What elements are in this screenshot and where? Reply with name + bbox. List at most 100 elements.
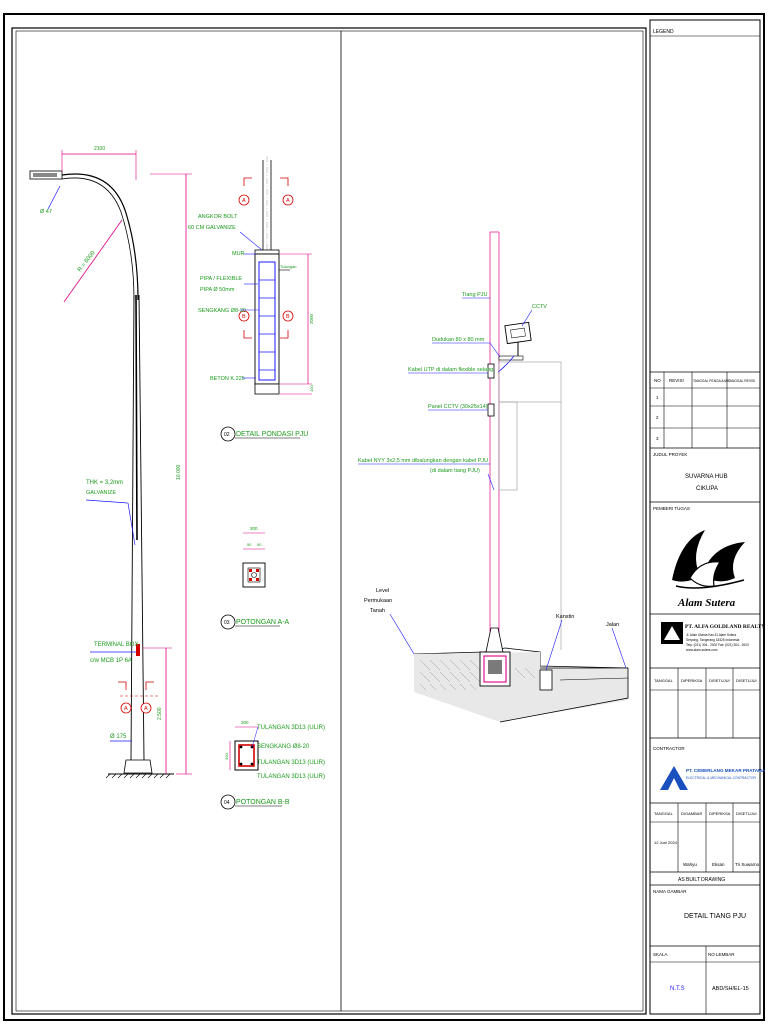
anchor-bolt-label-2: 60 CM GALVANIZE [188, 225, 236, 231]
found-sec-b-bubble-r [282, 310, 294, 322]
panel-label: Panel CCTV (30x25x14) [428, 404, 488, 410]
detail-02-title: DETAIL PONDASI PJU [236, 431, 308, 438]
cctv-foundation-flare [485, 627, 504, 653]
aa-bolt-1 [249, 569, 252, 572]
drawing-label: NAMA GAMBAR [653, 889, 687, 894]
dim-top-text: 2100 [94, 146, 105, 152]
bb-dim-top-text: 300 [241, 720, 249, 725]
mur-label: MUR [232, 251, 245, 257]
found-dim-text: 2000 [309, 313, 314, 324]
ground-leader [389, 613, 415, 655]
anchor-bolt-leader [239, 231, 263, 251]
terminal-box-label-2: c/w MCB 1P 6A [90, 658, 132, 664]
sheet-label: NO LEMBAR [708, 952, 735, 957]
bb-rebar-1 [239, 745, 243, 749]
rev-row-2: 2 [656, 415, 659, 420]
pole-arm-inner [61, 177, 135, 301]
legend-label: LEGEND [653, 29, 674, 35]
terminal-box-label-1: TERMINAL BOX [94, 642, 138, 648]
scale-label: SKALA [653, 952, 668, 957]
detail-02-no: 02 [224, 432, 230, 438]
cctv-wall-upper [498, 361, 562, 403]
lamp-dia-label: Ø 47 [40, 209, 52, 215]
section-a-letter-l: A [124, 706, 128, 712]
found-sec-a-bubble-r [282, 194, 294, 206]
owner-company: PT. ALFA GOLDLAND REALTY [685, 624, 765, 630]
cable-label-1: Kabel NYY 3x2,5 mm dibalungkan dengan ka… [358, 458, 488, 464]
concrete-label: BETON K.225 [210, 376, 245, 382]
ground-label-1: Level [376, 588, 389, 594]
cctv-label: CCTV [532, 304, 547, 310]
found-sec-b-letter-r: B [286, 314, 290, 320]
found-sec-b-arrow-r [280, 330, 289, 339]
ground-hatch [105, 773, 171, 779]
radius-leader [63, 219, 123, 303]
dim-low-text: 2.500 [157, 707, 163, 720]
contractor-label: CONTRACTOR [653, 746, 685, 751]
bb-rebar-3 [239, 762, 243, 766]
ground-hatch-lines [419, 659, 536, 691]
pole-arm [61, 173, 139, 301]
rev-header-revisi-date: TANGGAL REVISI [728, 379, 755, 383]
section-a-bubble-r [140, 702, 152, 714]
lamp-dia-leader [47, 185, 61, 210]
detail-04-title: POTONGAN B-B [236, 799, 290, 806]
project-name: SUVARNA HUB [685, 474, 728, 480]
utp-label: Kabel UTP di dalam flexible selang [408, 367, 493, 373]
aa-section-box [242, 562, 266, 588]
anchor-bolt-label-1: ANGKOR BOLT [198, 214, 238, 220]
scale-value: N.T.S [670, 986, 685, 992]
kanstin-label: Kanstin [556, 614, 574, 620]
rev-header-no: NO [654, 378, 661, 383]
sign1-h-4: DISETUJUI [736, 678, 757, 683]
cctv-junction [487, 363, 495, 379]
sign2-date: 12 Juni 2024 [654, 840, 678, 845]
bb-rebar-label-1: TULANGAN 3D13 (ULIR) [257, 725, 325, 731]
sheet-no: ABD/SH/EL-15 [712, 986, 749, 992]
sign2-h-3: DIPERIKSA [709, 811, 731, 816]
road-label: Jalan [606, 622, 619, 628]
road-surface [499, 667, 629, 723]
bracket-label: Dudukan 80 x 80 mm [432, 337, 485, 343]
found-sec-a-arrow-r [280, 177, 289, 186]
bb-rebar-label-3: TULANGAN 3D13 (ULIR) [257, 774, 325, 780]
rev-row-3: 3 [656, 436, 659, 441]
section-a-bubble-l [120, 702, 132, 714]
project-location: CIKUPA [696, 486, 718, 492]
ground-label-2: Permukaan [364, 598, 392, 604]
pole-shaft-right [138, 294, 145, 761]
owner-addr-4: www.alam-sutera.com [686, 648, 718, 652]
cctv-camera-lens [510, 327, 526, 339]
sign2-h-2: DIGAMBAR [681, 811, 702, 816]
title-block-frame [649, 19, 761, 1015]
base-plate [254, 249, 280, 255]
found-sec-a-arrow-l [243, 177, 252, 186]
section-bb: 300 300 TULANGAN 3D13 (ULIR) SENGKANG Ø8… [220, 720, 325, 810]
aa-inner-box [247, 567, 261, 583]
owner-logo [672, 530, 745, 589]
section-aa: 300 50 50 03 POTONGAN A-A [220, 526, 289, 630]
sign1-h-1: TANGGAL [654, 678, 674, 683]
detail-03-bubble [220, 614, 236, 630]
base-dia-label: Ø 175 [110, 734, 127, 740]
rev-header-revisi: REVISI [669, 378, 684, 383]
aa-dim-b: 50 [257, 542, 262, 547]
owner-label: PEMBERI TUGAS [653, 506, 690, 511]
cctv-panel-box [498, 401, 518, 491]
pipe-label-2: PIPA Ø 50mm [200, 287, 235, 293]
aa-bolt-2 [256, 569, 259, 572]
found-dim-text-2: 100 [309, 385, 314, 392]
lamp-head-lens [33, 173, 57, 177]
cable-label-2: (di dalam tiang PJU) [430, 468, 480, 474]
contractor-logo-inner [668, 778, 680, 790]
owner-addr-2: Serpong, Tangerang 15325 Indonesia [686, 638, 740, 642]
cctv-camera [504, 321, 532, 345]
kanstin-block [539, 669, 553, 691]
aa-dim-top-text: 300 [250, 526, 258, 531]
rebar-cage [258, 261, 276, 381]
sign1-h-2: DIPERIKSA [681, 678, 703, 683]
bb-stirrup-label: SENGKANG Ø8-20 [257, 744, 310, 750]
bb-stirrup [238, 744, 255, 767]
section-a-arrow-l [118, 681, 127, 690]
